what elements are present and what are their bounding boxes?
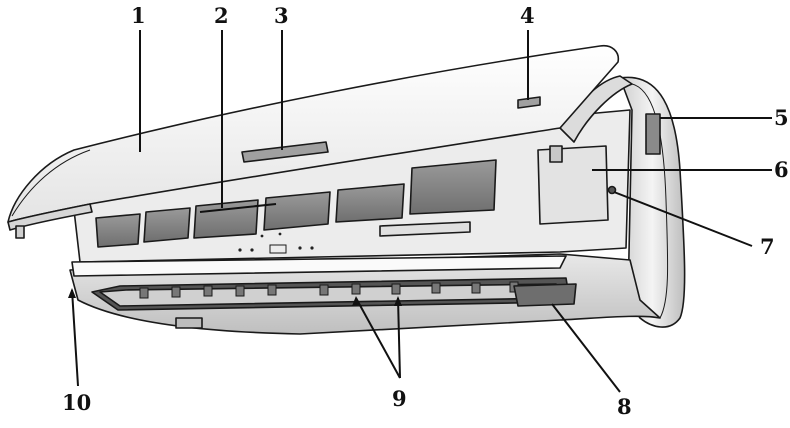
sensor-dot: [607, 185, 617, 195]
callout-4: 4: [520, 3, 535, 28]
signal-receiver: [517, 96, 541, 109]
leader-lines: [71, 30, 772, 393]
front-panel-strip: [71, 255, 567, 277]
callout-6: 6: [774, 157, 789, 182]
air-filters: [95, 159, 497, 248]
indicator-panel: [238, 232, 314, 254]
right-side-panel: [619, 76, 686, 328]
callout-9: 9: [392, 386, 407, 411]
callout-5: 5: [774, 105, 789, 130]
callout-3: 3: [274, 3, 289, 28]
auxiliary-filter: [537, 145, 609, 225]
callout-2: 2: [214, 3, 229, 28]
bottom-slot: [175, 317, 203, 329]
front-lid: [7, 44, 620, 223]
lid-display-plate: [241, 141, 329, 163]
display-window: [513, 283, 577, 307]
side-panel-marker: [645, 113, 661, 155]
callout-10: 10: [62, 390, 91, 415]
filter-clip: [549, 145, 563, 163]
callout-7: 7: [760, 234, 775, 259]
leader-arrowheads: [68, 288, 402, 306]
callout-1: 1: [131, 3, 146, 28]
callout-8: 8: [617, 394, 632, 419]
